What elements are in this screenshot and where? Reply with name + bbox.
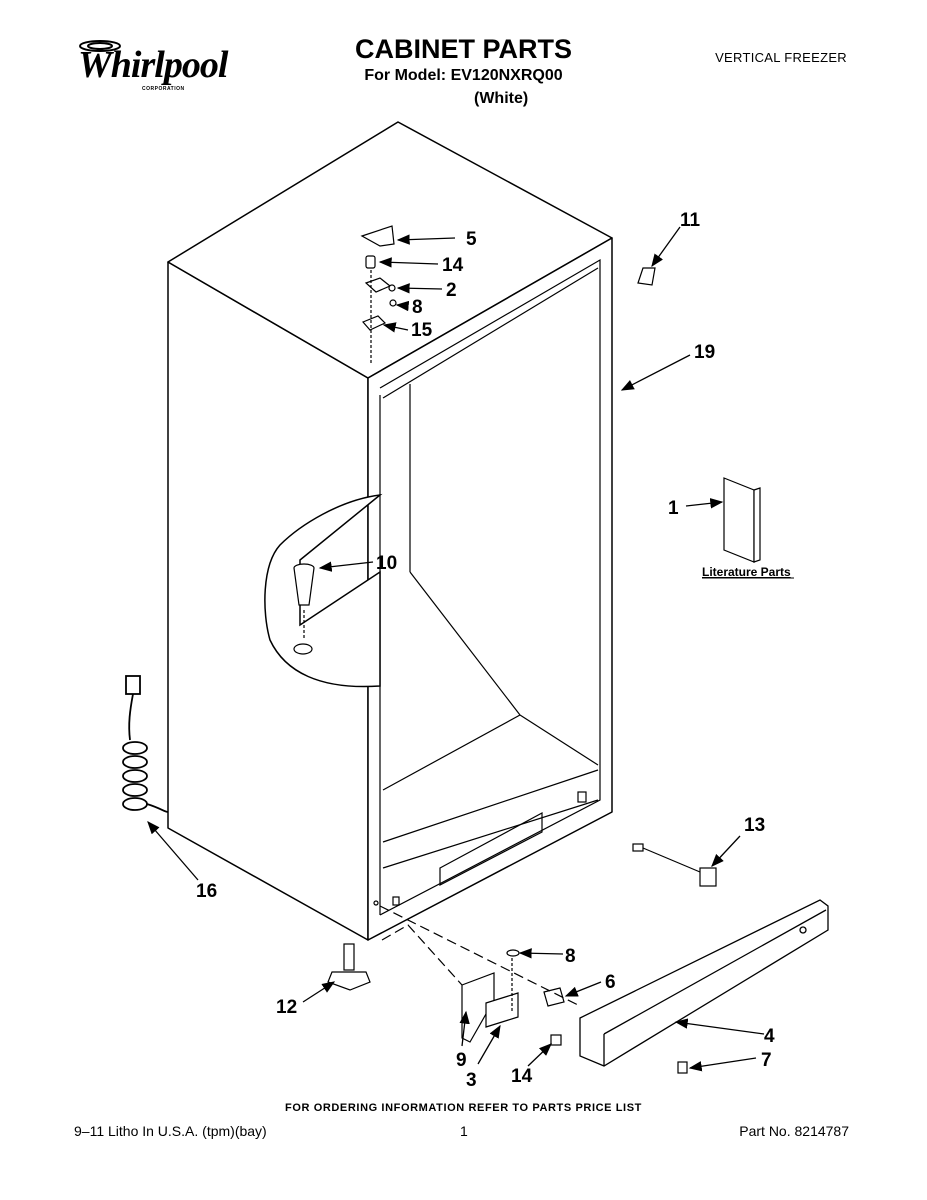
callout-1: 1	[668, 498, 679, 519]
callout-5: 5	[466, 229, 477, 250]
cutaway-section	[264, 493, 383, 688]
callout-14-bottom: 14	[511, 1066, 533, 1087]
ordering-note: FOR ORDERING INFORMATION REFER TO PARTS …	[285, 1102, 642, 1114]
callout-leaders	[147, 226, 765, 1072]
bottom-hinge-parts-icon	[461, 949, 688, 1074]
brand-logo: Whirlpool	[78, 44, 228, 86]
model-line: For Model: EV120NXRQ00	[364, 67, 563, 84]
toe-grille-icon	[579, 899, 829, 1067]
callout-8-bottom: 8	[565, 946, 576, 967]
whirlpool-swirl-icon	[79, 40, 121, 52]
callout-19: 19	[694, 342, 715, 363]
callout-14-top: 14	[442, 255, 464, 276]
power-cord-icon	[122, 675, 169, 813]
literature-icon	[723, 477, 761, 563]
wire-harness-icon	[632, 843, 717, 887]
part-number: Part No. 8214787	[739, 1123, 849, 1139]
callout-12: 12	[276, 997, 297, 1018]
callout-10: 10	[376, 553, 397, 574]
callout-3: 3	[466, 1070, 477, 1091]
mounting-outline	[381, 924, 463, 986]
product-category: VERTICAL FREEZER	[715, 50, 847, 65]
litho-info: 9–11 Litho In U.S.A. (tpm)(bay)	[74, 1123, 267, 1139]
callout-7: 7	[761, 1050, 772, 1071]
page-number: 1	[460, 1123, 468, 1139]
callout-8-top: 8	[412, 297, 423, 318]
callout-6: 6	[605, 972, 616, 993]
mounting-dashline	[379, 905, 581, 1007]
callout-16: 16	[196, 881, 217, 902]
color-line: (White)	[474, 90, 529, 107]
toe-grille-slot	[373, 791, 587, 906]
callout-9: 9	[456, 1050, 467, 1071]
callout-4: 4	[764, 1026, 775, 1047]
hinge-cover-icon	[637, 267, 656, 286]
leveling-leg-icon	[327, 943, 371, 991]
callout-2: 2	[446, 280, 457, 301]
brand-subtext: CORPORATION	[142, 86, 185, 92]
callout-15: 15	[411, 320, 433, 341]
callout-11: 11	[680, 210, 701, 231]
drain-tube-icon	[293, 563, 315, 640]
literature-parts-label: Literature Parts	[702, 565, 791, 579]
top-hinge-parts-icon	[360, 225, 397, 365]
callout-13: 13	[744, 815, 765, 836]
page-title: CABINET PARTS	[354, 34, 572, 64]
